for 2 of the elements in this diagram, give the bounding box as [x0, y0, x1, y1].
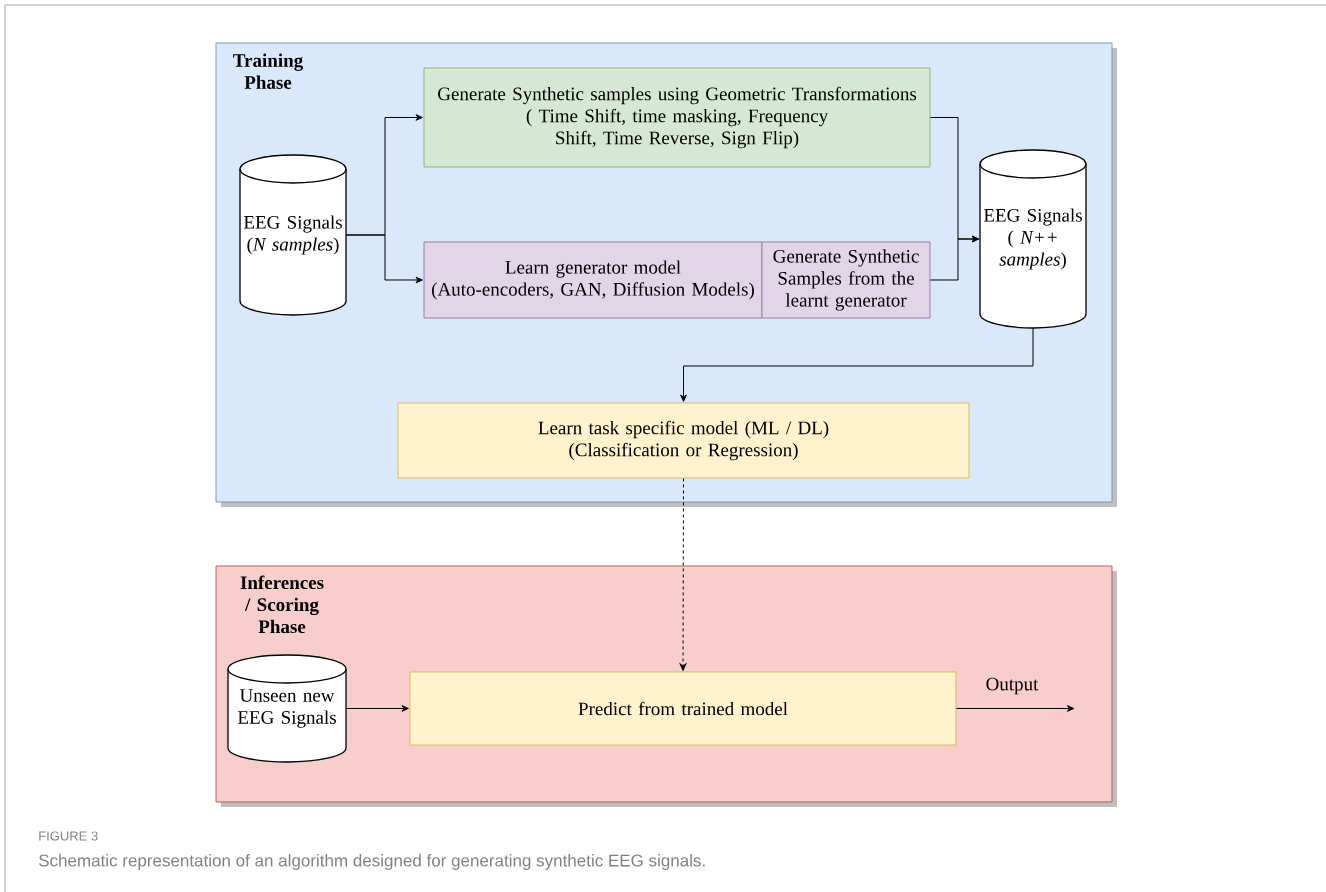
figure-number: FIGURE 3	[39, 831, 98, 841]
caption: Schematic representation of an algorithm designed for generating synthetic EEG signals.	[39, 854, 705, 870]
